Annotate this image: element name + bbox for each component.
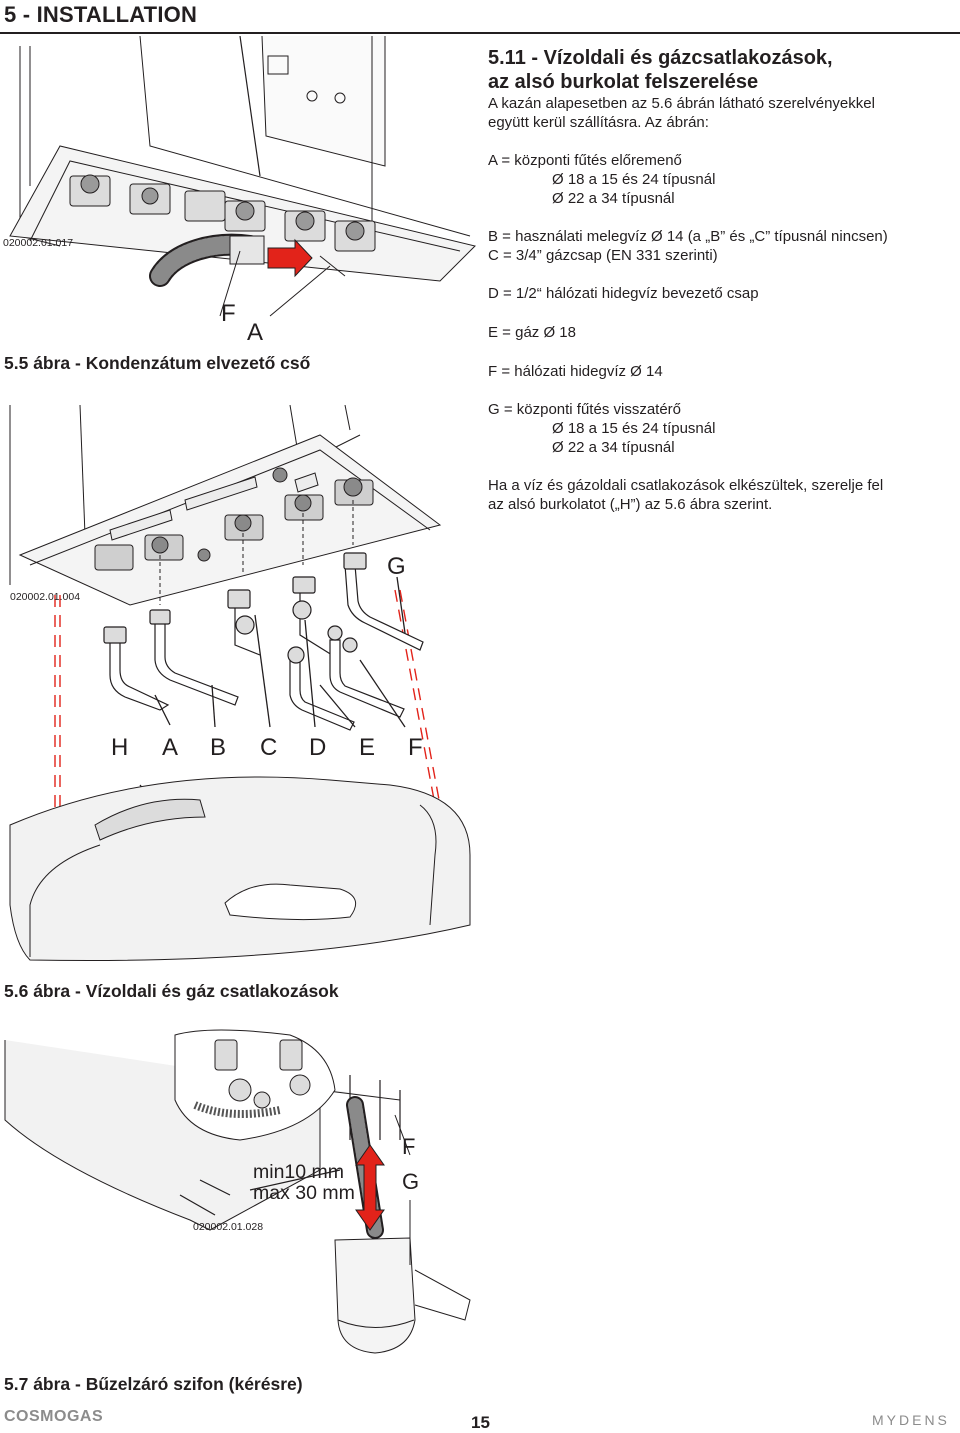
item-f: F = hálózati hidegvíz Ø 14 <box>488 363 663 380</box>
section-title-line2: az alsó burkolat felszerelése <box>488 71 759 93</box>
item-a: A = központi fűtés előremenő <box>488 152 682 169</box>
figure-5-6-code: 020002.01.004 <box>10 591 81 603</box>
figure-5-5-label-a: A <box>247 319 264 346</box>
closing-line1: Ha a víz és gázoldali csatlakozások elké… <box>488 477 884 494</box>
figure-5-5-code: 020002.01.017 <box>3 237 74 249</box>
dimension-max: max 30 mm <box>253 1182 355 1204</box>
figure-5-6-label-f: F <box>408 734 423 761</box>
figure-5-6-label-a: A <box>162 734 179 761</box>
intro-line2: együtt kerül szállításra. Az ábrán: <box>488 114 709 131</box>
figure-5-6-caption: 5.6 ábra - Vízoldali és gáz csatlakozáso… <box>4 981 339 1001</box>
figure-5-6-label-g: G <box>387 553 406 580</box>
figure-5-7-label-f: F <box>402 1134 416 1159</box>
figure-5-5-caption: 5.5 ábra - Kondenzátum elvezető cső <box>4 353 311 373</box>
header-rule <box>0 32 960 34</box>
figure-5-6-drawing <box>0 405 480 965</box>
item-g-sub1: Ø 18 a 15 és 24 típusnál <box>552 420 716 437</box>
figure-5-7-label-g: G <box>402 1169 420 1194</box>
figure-5-6-label-d: D <box>309 734 327 761</box>
item-g-sub2: Ø 22 a 34 típusnál <box>552 439 675 456</box>
figure-5-7-dimension: min10 mm max 30 mm <box>253 1162 355 1204</box>
footer-product-logo: MYDENS <box>872 1412 950 1428</box>
figure-5-6-label-e: E <box>359 734 376 761</box>
section-text: 5.11 - Vízoldali és gázcsatlakozások, az… <box>488 46 958 514</box>
item-a-sub1: Ø 18 a 15 és 24 típusnál <box>552 171 716 188</box>
figure-5-6-label-c: C <box>260 734 278 761</box>
section-title-line1: 5.11 - Vízoldali és gázcsatlakozások, <box>488 47 833 69</box>
item-a-sub2: Ø 22 a 34 típusnál <box>552 190 675 207</box>
dimension-min: min10 mm <box>253 1161 345 1183</box>
footer-brand-logo: COSMOGAS <box>4 1408 104 1425</box>
figure-5-7-caption: 5.7 ábra - Bűzelzáró szifon (kérésre) <box>4 1374 303 1394</box>
figure-5-5-label-f: F <box>221 300 236 327</box>
intro-line1: A kazán alapesetben az 5.6 ábrán látható… <box>488 95 875 112</box>
item-g: G = központi fűtés visszatérő <box>488 401 682 418</box>
page-number: 15 <box>471 1413 490 1432</box>
section-header: 5 - INSTALLATION <box>4 2 198 27</box>
item-e: E = gáz Ø 18 <box>488 324 576 341</box>
figure-5-6-label-h: H <box>111 734 129 761</box>
figure-5-6-label-b: B <box>210 734 227 761</box>
figure-5-5-drawing <box>0 36 480 326</box>
item-d: D = 1/2“ hálózati hidegvíz bevezető csap <box>488 285 759 302</box>
item-b: B = használati melegvíz Ø 14 (a „B” és „… <box>488 228 888 245</box>
closing-line2: az alsó burkolatot („H”) az 5.6 ábra sze… <box>488 496 773 513</box>
figure-5-7-drawing <box>0 1020 480 1370</box>
figure-5-7-code: 020002.01.028 <box>193 1221 264 1233</box>
item-c: C = 3/4” gázcsap (EN 331 szerinti) <box>488 247 718 264</box>
